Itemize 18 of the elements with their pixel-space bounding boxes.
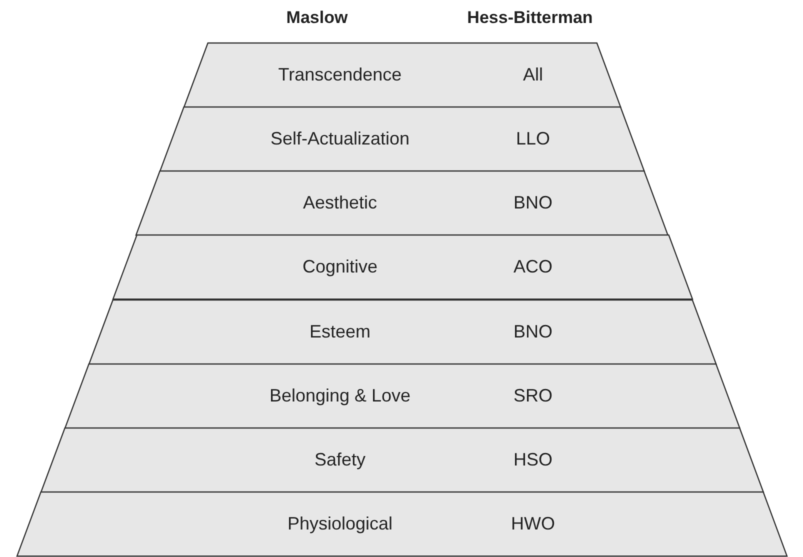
level-code: HSO (514, 449, 552, 470)
level-code: HWO (511, 513, 555, 534)
level-code: SRO (514, 385, 552, 406)
column-header: Maslow (286, 8, 348, 28)
level-code: LLO (516, 128, 550, 150)
column-header: Hess-Bitterman (467, 8, 593, 28)
level-code: All (523, 64, 543, 86)
level-code: BNO (514, 321, 552, 342)
need-level-label: Cognitive (302, 256, 378, 278)
need-level-label: Transcendence (278, 64, 402, 86)
need-level-label: Physiological (287, 513, 393, 534)
need-level-label: Safety (314, 449, 366, 470)
level-code: BNO (514, 192, 552, 214)
need-level-label: Esteem (309, 321, 371, 342)
need-level-label: Aesthetic (302, 192, 378, 214)
level-code: ACO (514, 256, 552, 278)
need-level-label: Self-Actualization (270, 128, 410, 150)
need-level-label: Belonging & Love (269, 385, 411, 406)
